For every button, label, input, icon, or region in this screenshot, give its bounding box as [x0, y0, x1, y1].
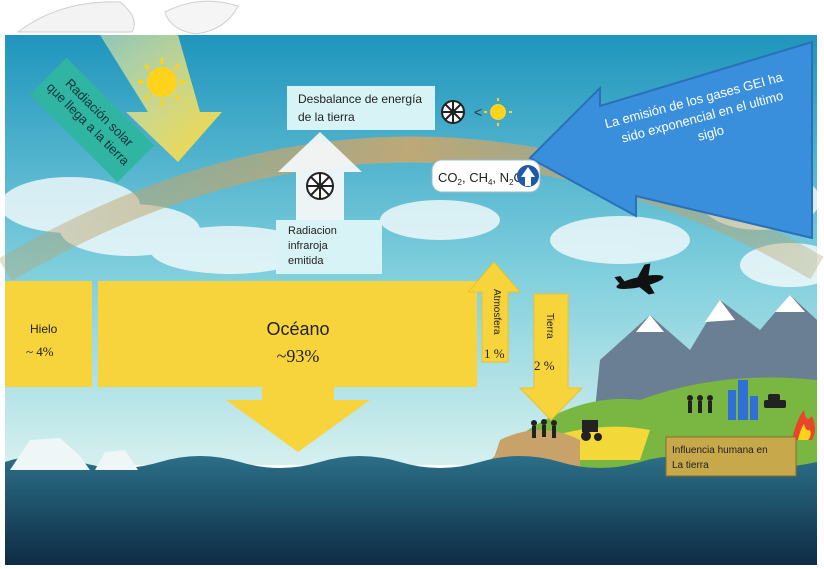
energy-imbalance-line1: Desbalance de energía — [298, 92, 422, 106]
energy-imbalance-line2: de la tierra — [298, 110, 355, 124]
up-arrow-icon — [517, 165, 539, 187]
ch4-text: CH — [469, 170, 488, 185]
city-buildings — [728, 380, 758, 420]
land-arrow: Tierra 2 % — [518, 293, 584, 421]
land-label: Tierra — [544, 313, 555, 339]
ghg-emission-arrow: La emisión de los gases GEI ha sido expo… — [528, 40, 813, 240]
sun-icon — [138, 58, 186, 106]
wheel-icon-small — [441, 100, 465, 124]
atmosphere-label: Atmosfera — [491, 289, 502, 335]
infrared-label: Radiacion infraroja emitida — [276, 220, 382, 274]
svg-text:Radiacion: Radiacion — [288, 225, 337, 237]
tractor-icon — [581, 420, 602, 441]
human-influence-box: Influencia humana en La tierra — [665, 436, 797, 477]
solar-arrow — [100, 35, 222, 162]
car-icon — [764, 394, 786, 408]
ghg-line3: siglo — [696, 122, 726, 143]
ocean-label: Océano — [266, 319, 329, 339]
svg-text:infraroja: infraroja — [288, 240, 329, 252]
infrared-arrow — [278, 132, 362, 220]
people-group — [531, 395, 713, 438]
ocean-band: Océano ~93% — [98, 281, 477, 452]
atmosphere-value: 1 % — [484, 346, 505, 361]
human-line2: La tierra — [672, 460, 709, 471]
ice-band: Hielo ~ 4% — [5, 281, 92, 387]
fire-icon — [792, 410, 815, 440]
sun-icon-small — [484, 98, 512, 126]
energy-imbalance-box: Desbalance de energía de la tierra — [287, 86, 435, 130]
svg-text:emitida: emitida — [288, 255, 324, 267]
ocean — [5, 456, 817, 565]
icebergs — [10, 438, 138, 470]
ice-label: Hielo — [30, 322, 58, 336]
top-bubbles — [16, 0, 239, 35]
n2o-text: N — [500, 170, 509, 185]
gases-badge: CO2, CH4, N2O — [431, 159, 541, 193]
less-than-sign: < — [474, 104, 482, 120]
ocean-value: ~93% — [277, 346, 320, 366]
land-value: 2 % — [534, 358, 555, 373]
airplane-icon — [614, 263, 664, 295]
human-line1: Influencia humana en — [672, 445, 768, 456]
co2-text: CO — [438, 170, 458, 185]
atmosphere-arrow: Atmosfera 1 % — [466, 261, 522, 363]
ice-value: ~ 4% — [26, 344, 54, 359]
